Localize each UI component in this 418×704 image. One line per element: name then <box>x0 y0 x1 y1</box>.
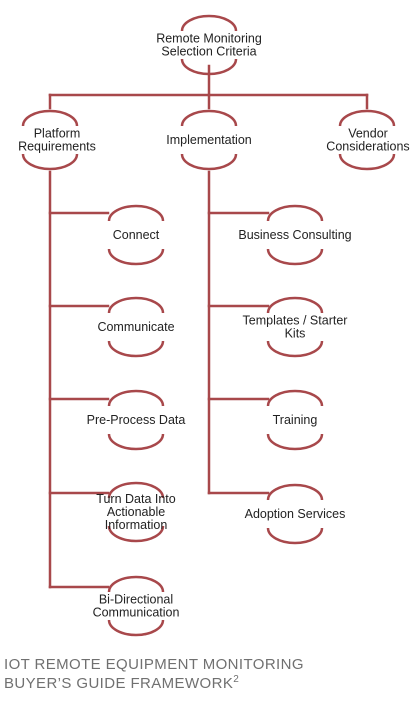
node-label-line: Bi-Directional <box>99 593 173 607</box>
node-top-arc <box>266 296 324 314</box>
node-bottom-arc <box>107 433 165 451</box>
node-top-arc <box>338 109 396 127</box>
category-node-implementation: Implementation <box>166 109 252 171</box>
node-bottom-arc <box>107 340 165 358</box>
caption-line-1: IOT REMOTE EQUIPMENT MONITORING <box>4 656 304 673</box>
node-top-arc <box>107 481 165 499</box>
node-label-line: Considerations <box>326 140 409 154</box>
node-label-line: Training <box>273 413 318 427</box>
platform-item-node: Pre-Process Data <box>87 389 186 451</box>
node-label-line: Selection Criteria <box>161 45 256 59</box>
node-bottom-arc <box>338 153 396 171</box>
node-label-line: Communication <box>93 606 180 620</box>
implementation-item-node: Adoption Services <box>245 483 346 545</box>
node-label-line: Adoption Services <box>245 507 346 521</box>
node-label-line: Connect <box>113 228 160 242</box>
node-label-line: Platform <box>34 127 81 141</box>
node-bottom-arc <box>21 153 79 171</box>
node-top-arc <box>107 389 165 407</box>
node-top-arc <box>107 575 165 593</box>
node-top-arc <box>107 204 165 222</box>
node-top-arc <box>266 483 324 501</box>
node-label-line: Implementation <box>166 133 252 147</box>
node-label-line: Vendor <box>348 127 388 141</box>
node-label-line: Templates / Starter <box>243 314 348 328</box>
node-top-arc <box>266 389 324 407</box>
caption-line-2-text: BUYER’S GUIDE FRAMEWORK <box>4 675 234 692</box>
node-label-line: Actionable <box>107 505 165 519</box>
node-top-arc <box>180 109 238 127</box>
node-bottom-arc <box>107 619 165 637</box>
caption-line-2: BUYER’S GUIDE FRAMEWORK2 <box>4 674 304 693</box>
node-label-line: Business Consulting <box>238 228 351 242</box>
implementation-item-node: Business Consulting <box>238 204 352 266</box>
implementation-item-node: Training <box>266 389 324 451</box>
node-top-arc <box>266 204 324 222</box>
connector-lines <box>48 64 369 589</box>
node-bottom-arc <box>266 340 324 358</box>
platform-item-node: Connect <box>107 204 165 266</box>
node-label-line: Turn Data Into <box>96 492 175 506</box>
node-top-arc <box>180 14 238 32</box>
node-bottom-arc <box>107 248 165 266</box>
platform-item-node: Communicate <box>97 296 175 358</box>
node-label-line: Pre-Process Data <box>87 413 186 427</box>
node-label-line: Requirements <box>18 140 96 154</box>
caption-superscript: 2 <box>233 674 240 685</box>
node-label-line: Communicate <box>97 320 174 334</box>
node-bottom-arc <box>107 525 165 543</box>
node-bottom-arc <box>180 153 238 171</box>
node-label-line: Remote Monitoring <box>156 32 262 46</box>
node-bottom-arc <box>266 433 324 451</box>
node-bottom-arc <box>266 527 324 545</box>
node-bottom-arc <box>180 58 238 76</box>
node-top-arc <box>21 109 79 127</box>
figure-caption: IOT REMOTE EQUIPMENT MONITORING BUYER’S … <box>4 655 304 693</box>
node-label-line: Information <box>105 518 168 532</box>
node-bottom-arc <box>266 248 324 266</box>
node-label-line: Kits <box>285 327 306 341</box>
node-top-arc <box>107 296 165 314</box>
